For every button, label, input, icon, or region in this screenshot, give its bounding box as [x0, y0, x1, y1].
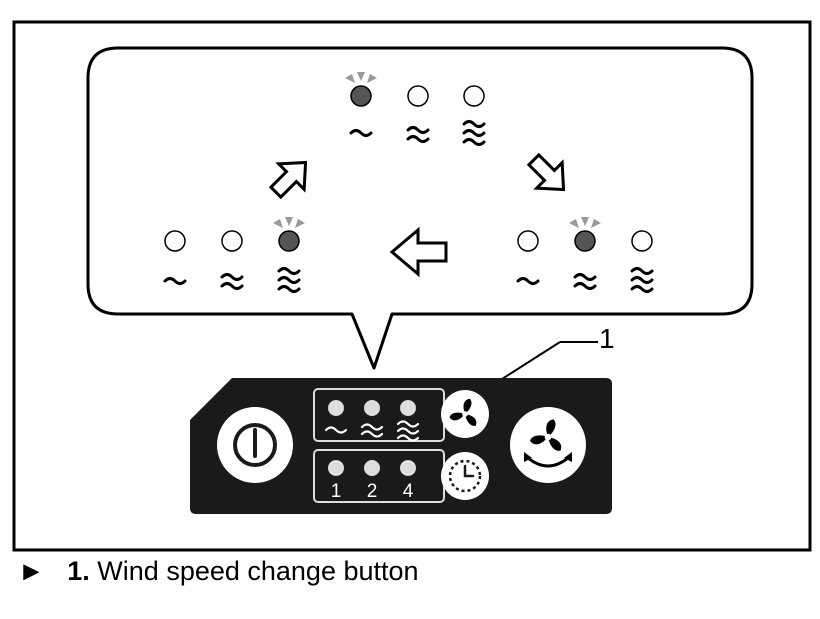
panel-led-high [400, 400, 416, 416]
timer-label-4: 4 [403, 481, 414, 502]
power-icon [233, 423, 277, 467]
fan-icon [448, 398, 479, 428]
control-panel [190, 378, 612, 514]
timer-led-4 [400, 460, 416, 476]
arrow-up-right-icon [268, 160, 308, 200]
led-low-on [350, 85, 372, 107]
callout-number: 1 [599, 323, 615, 354]
arrow-left-icon [389, 226, 448, 278]
state-mid [516, 217, 654, 293]
wind-speed-change-button[interactable] [441, 390, 489, 438]
caption-number: 1. [67, 556, 90, 586]
swing-fan-icon [524, 419, 572, 468]
timer-led-1 [328, 460, 344, 476]
timer-label-1: 1 [331, 481, 342, 502]
led-low [164, 230, 186, 252]
state-low [345, 72, 486, 146]
timer-label-2: 2 [367, 481, 378, 502]
figure-caption: ► 1. Wind speed change button [18, 556, 419, 587]
panel-led-mid [364, 400, 380, 416]
led-mid [221, 230, 243, 252]
led-mid-on [574, 230, 596, 252]
led-mid [407, 85, 429, 107]
timer-icon [448, 459, 482, 493]
state-high [163, 217, 305, 293]
led-low [517, 230, 539, 252]
arrow-down-right-icon [526, 152, 566, 192]
timer-button[interactable] [441, 452, 489, 500]
power-button[interactable] [217, 407, 293, 483]
panel-led-low [328, 400, 344, 416]
led-high [631, 230, 653, 252]
led-high [463, 85, 485, 107]
swing-button[interactable] [510, 407, 586, 483]
timer-led-2 [364, 460, 380, 476]
led-high-on [278, 230, 300, 252]
caption-text: Wind speed change button [97, 556, 419, 586]
caption-marker: ► [18, 556, 45, 586]
